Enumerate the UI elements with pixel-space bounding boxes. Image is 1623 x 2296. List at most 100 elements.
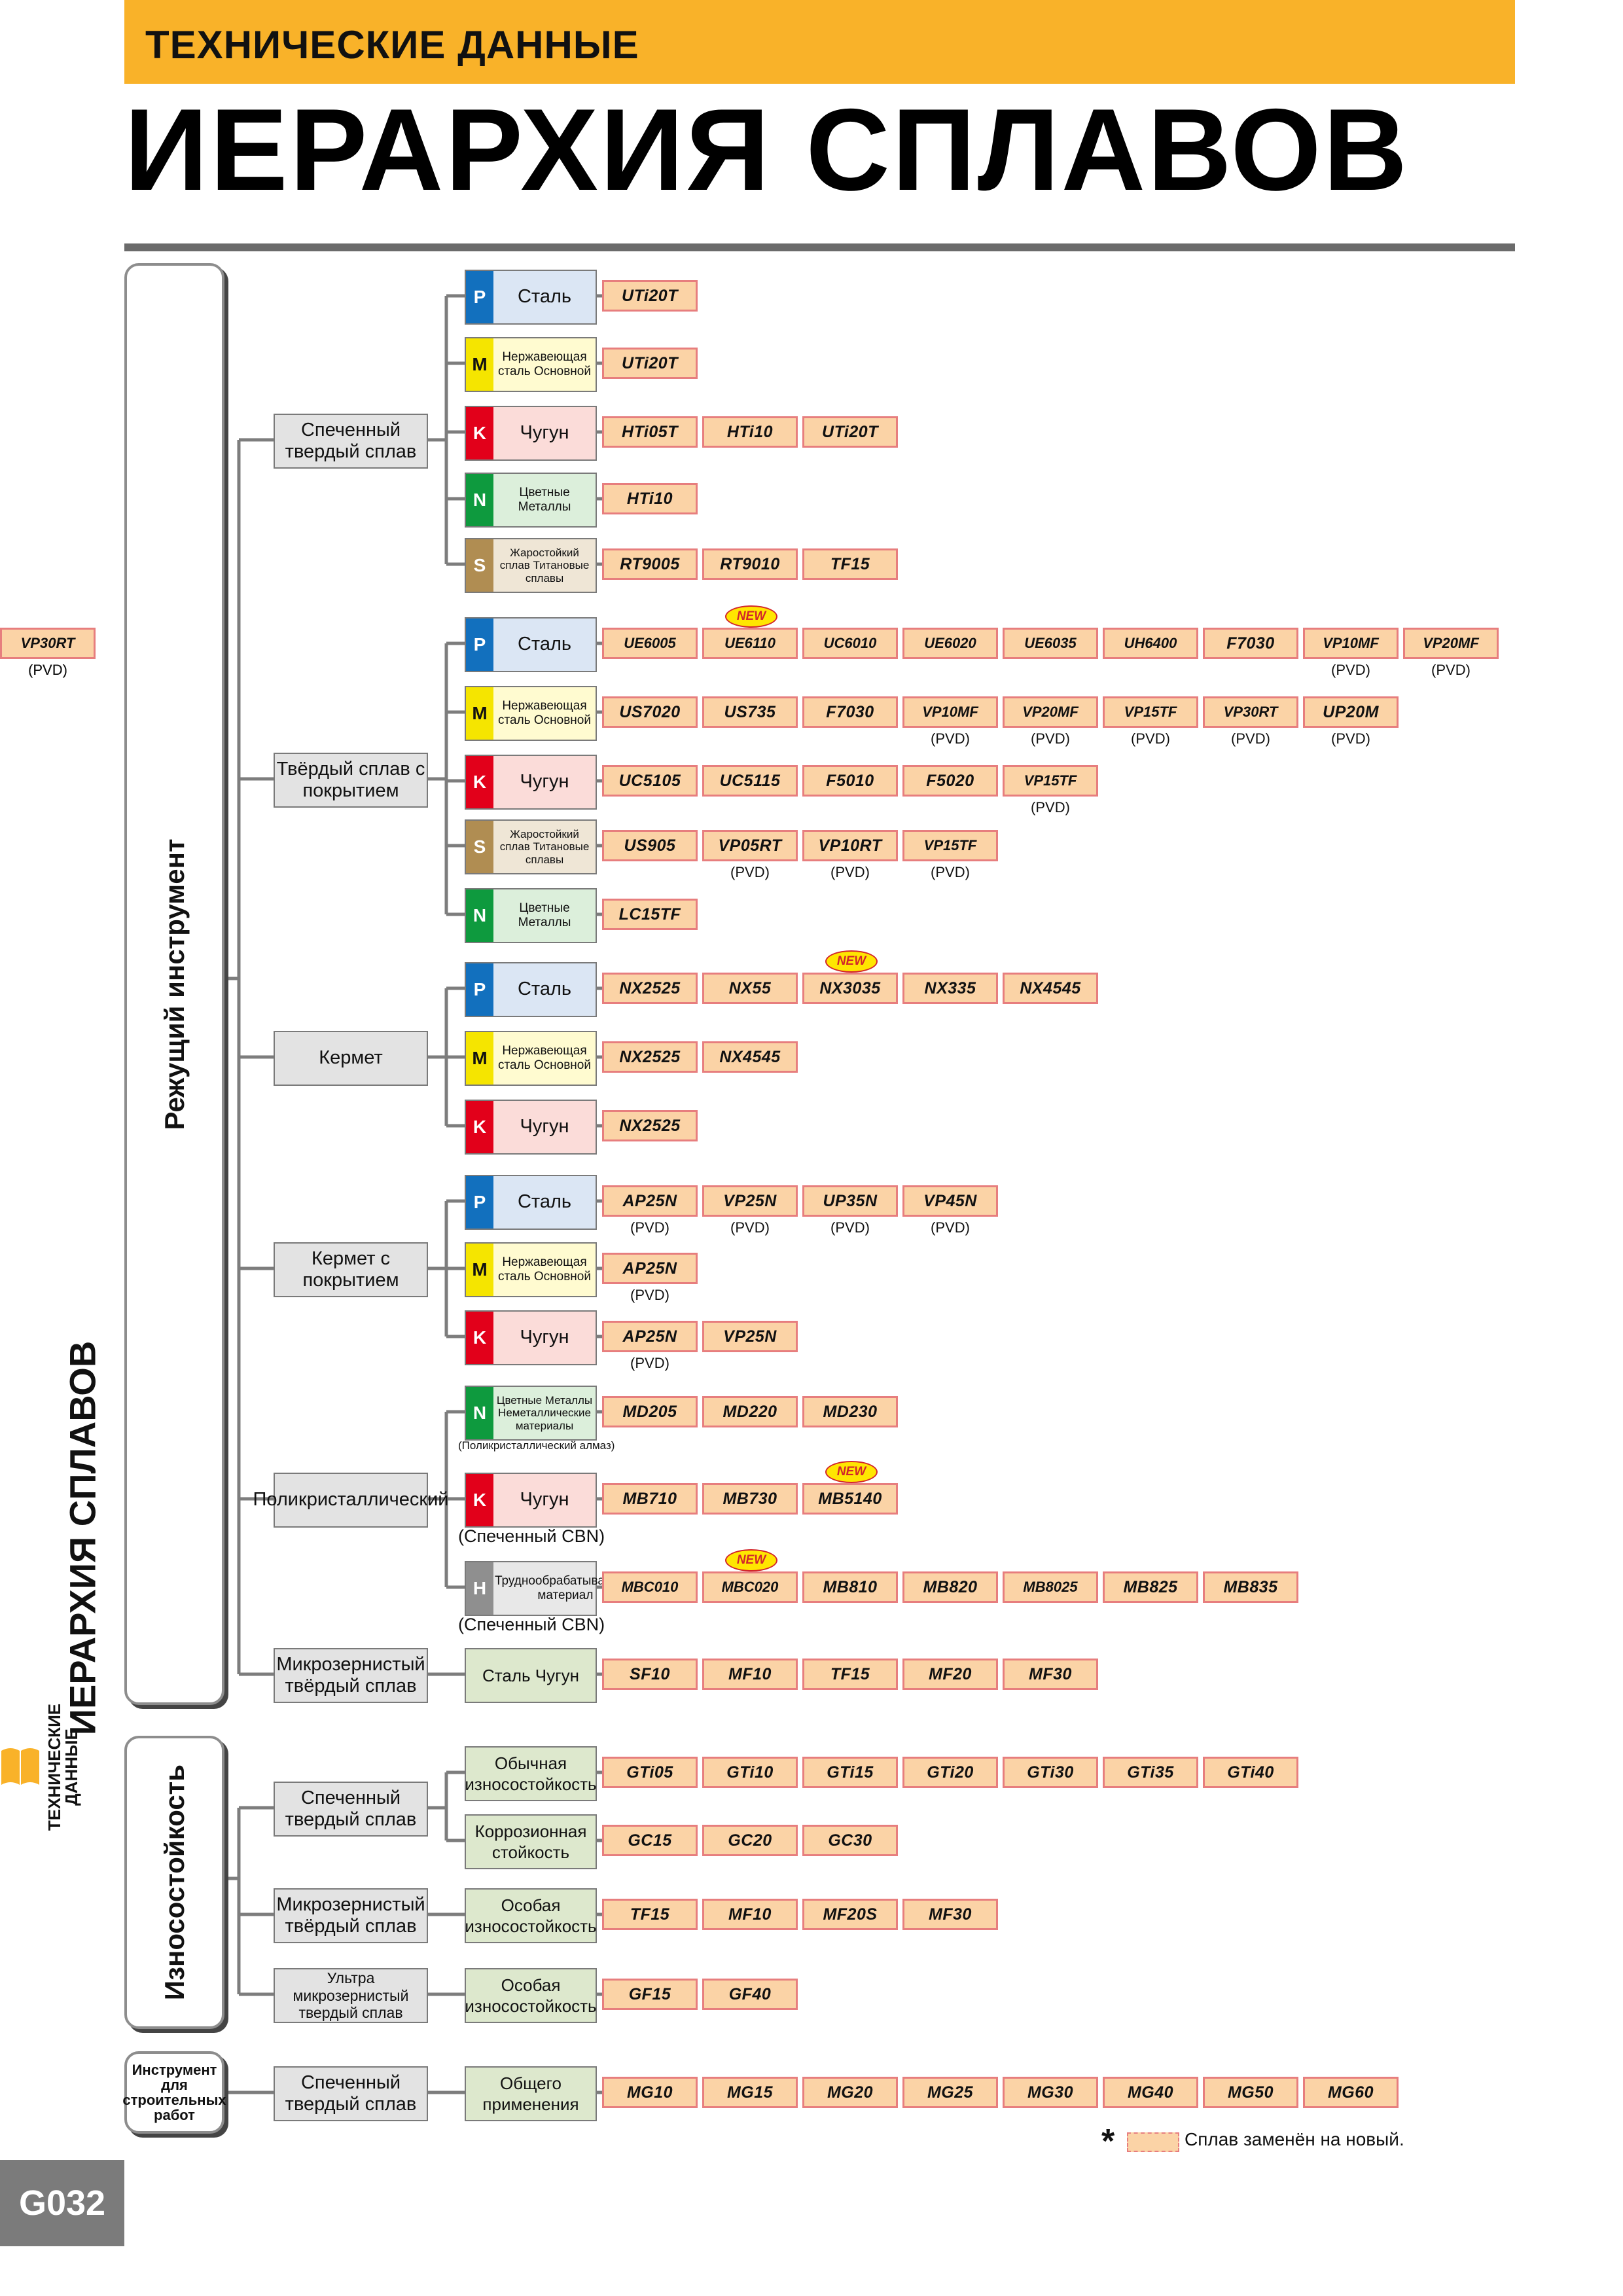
grade-chip: GTi30 (1003, 1757, 1098, 1788)
grade-chip: MF30 (902, 1899, 998, 1930)
legend-star: * (1101, 2123, 1115, 2161)
iso-letter-m: M (466, 687, 493, 740)
grade-chip: MF10 (702, 1659, 798, 1690)
pvd-note: (PVD) (1331, 730, 1370, 747)
pvd-note: (PVD) (1031, 730, 1070, 747)
grade-chip: GTi10 (702, 1757, 798, 1788)
category-label: Режущий инструмент (158, 838, 190, 1130)
material-box: Особая износостойкость (465, 1888, 597, 1943)
grade-chip: GF40 (702, 1979, 798, 2010)
grade-chip: VP30RT (1203, 696, 1298, 728)
grade-chip: F5010 (802, 765, 898, 797)
pvd-note: (PVD) (931, 864, 970, 880)
material-note: (Спеченный CBN) (458, 1615, 605, 1634)
category-construction-tools: Инструмент для строительных работ (122, 2051, 226, 2134)
grade-chip: UP20M (1303, 696, 1399, 728)
material-box-k: K Чугун (465, 406, 597, 461)
new-badge: NEW (825, 1461, 878, 1483)
grade-chip: MB730 (702, 1483, 798, 1515)
iso-letter-h: H (466, 1562, 493, 1615)
subgroup-box: Микрозернистый твёрдый сплав (274, 1888, 428, 1943)
material-label: Нержавеющая сталь Основной (498, 1044, 591, 1072)
grade-chip: GC15 (602, 1825, 698, 1856)
grade-chip: LC15TF (602, 899, 698, 930)
grade-chip: HTi05T (602, 416, 698, 448)
material-label: Чугун (520, 422, 569, 444)
grade-chip: GC30 (802, 1825, 898, 1856)
grade-chip: NX55 (702, 973, 798, 1004)
pvd-note: (PVD) (730, 864, 770, 880)
subgroup-box: Спеченный твердый сплав (274, 2066, 428, 2121)
material-label: Жаростойкий сплав Титановые сплавы (499, 546, 590, 584)
grade-chip: MF30 (1003, 1659, 1098, 1690)
iso-letter-k: K (466, 1312, 493, 1364)
grade-chip: MD205 (602, 1396, 698, 1427)
grade-chip: UC6010 (802, 628, 898, 659)
grade-chip: UE6035 (1003, 628, 1098, 659)
grade-chip: MD220 (702, 1396, 798, 1427)
pvd-note: (PVD) (28, 662, 67, 678)
grade-chip: GTi40 (1203, 1757, 1298, 1788)
category-cutting-tools: Режущий инструмент (124, 263, 224, 1705)
grade-chip: VP15TF (902, 830, 998, 861)
iso-letter-n: N (466, 1387, 493, 1439)
pvd-note: (PVD) (1231, 730, 1270, 747)
grade-chip: VP05RT (702, 830, 798, 861)
grade-chip: NX335 (902, 973, 998, 1004)
material-label: Жаростойкий сплав Титановые сплавы (499, 827, 590, 866)
material-note: (Спеченный CBN) (458, 1526, 605, 1546)
grade-chip: MG25 (902, 2077, 998, 2108)
grade-chip: VP15TF (1103, 696, 1198, 728)
grade-chip: GTi15 (802, 1757, 898, 1788)
iso-letter-p: P (466, 1176, 493, 1229)
grade-chip: MG30 (1003, 2077, 1098, 2108)
iso-letter-m: M (466, 1032, 493, 1085)
pvd-note: (PVD) (28, 662, 67, 678)
iso-letter-k: K (466, 407, 493, 459)
grade-chip: UTi20T (802, 416, 898, 448)
subgroup-box: Спеченный твердый сплав (274, 1782, 428, 1837)
grade-chip: MF20 (902, 1659, 998, 1690)
iso-letter-k: K (466, 1474, 493, 1526)
grade-chip: TF15 (802, 548, 898, 580)
grade-chip: F7030 (802, 696, 898, 728)
category-label: Инструмент для строительных работ (122, 2061, 226, 2124)
iso-letter-s: S (466, 821, 493, 873)
category-wear-resistance: Износостойкость (124, 1736, 224, 2029)
grade-chip: MG40 (1103, 2077, 1198, 2108)
new-badge: NEW (725, 605, 777, 628)
iso-letter-m: M (466, 338, 493, 391)
material-box: Обычная износостойкость (465, 1746, 597, 1801)
grade-chip: NX2525 (602, 973, 698, 1004)
section-label: ТЕХНИЧЕСКИЕ ДАННЫЕ (145, 23, 639, 67)
grade-chip: VP30RT (0, 628, 96, 659)
grade-chip: US7020 (602, 696, 698, 728)
material-label: Сталь (517, 286, 572, 308)
subgroup-box: Ультра микрозернистый твердый сплав (274, 1968, 428, 2023)
grade-chip: SF10 (602, 1659, 698, 1690)
grade-chip: US735 (702, 696, 798, 728)
material-label: Нержавеющая сталь Основной (498, 699, 591, 727)
page-number-box: G032 (0, 2160, 124, 2246)
grade-chip: GC20 (702, 1825, 798, 1856)
grade-chip: NX2525 (602, 1041, 698, 1073)
grade-chip: NX4545 (702, 1041, 798, 1073)
grade-chip: US905 (602, 830, 698, 861)
material-label: Цветные Металлы Неметаллические материал… (496, 1393, 593, 1432)
grade-chip: MBC020 (702, 1571, 798, 1603)
iso-letter-n: N (466, 474, 493, 526)
grade-chip: VP20MF (1003, 696, 1098, 728)
new-badge: NEW (725, 1549, 777, 1571)
grade-chip: GTi20 (902, 1757, 998, 1788)
grade-chip: MG15 (702, 2077, 798, 2108)
material-note: (Поликристаллический алмаз) (458, 1439, 615, 1452)
